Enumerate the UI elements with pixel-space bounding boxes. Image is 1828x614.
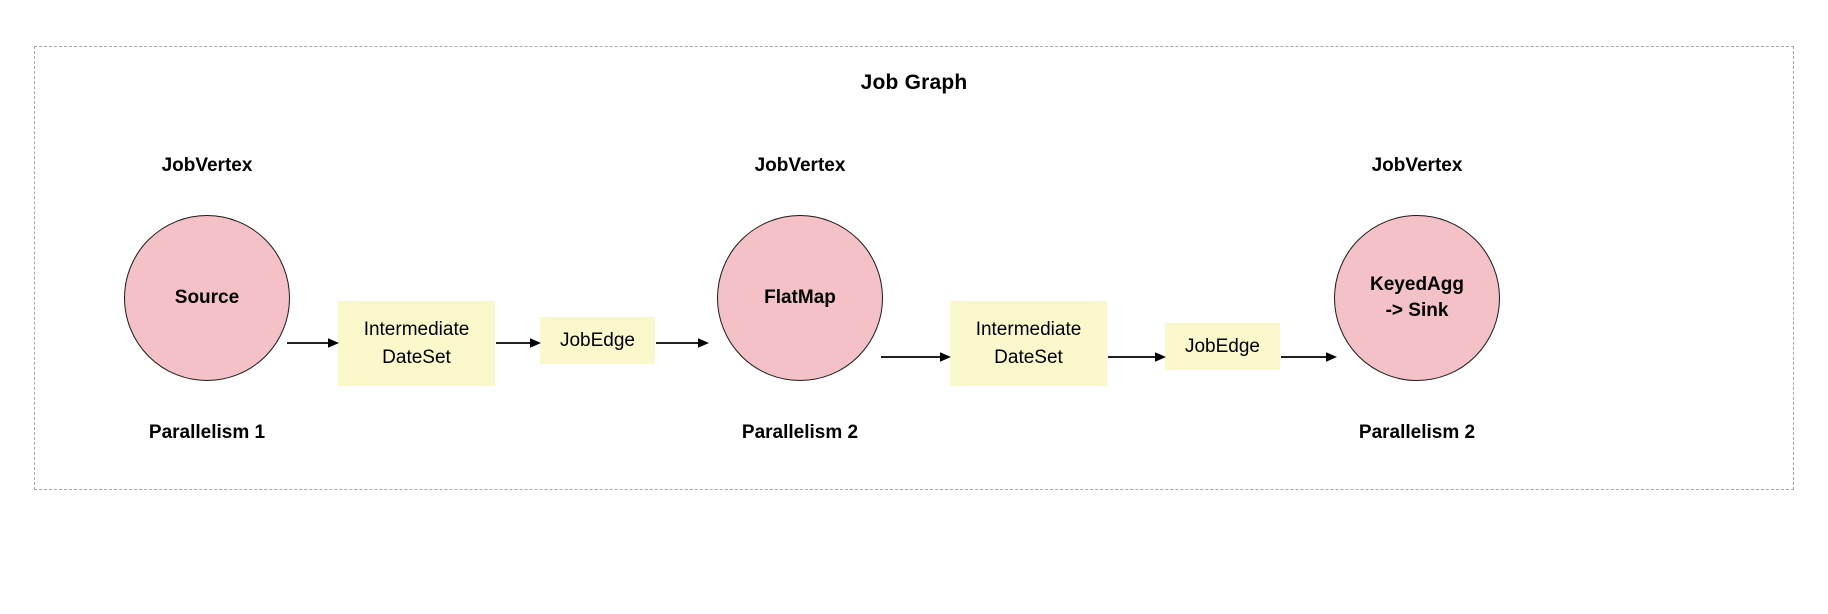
- job-vertex-flatmap: JobVertex FlatMap Parallelism 2: [680, 47, 920, 489]
- arrow-dataset2-to-jobedge2: [1108, 350, 1166, 364]
- intermediate-dataset-2[interactable]: Intermediate DateSet: [950, 301, 1107, 386]
- job-graph-frame: Job Graph JobVertex Source Parallelism 1…: [34, 46, 1794, 490]
- job-vertex-keyedagg-sink: JobVertex KeyedAgg -> Sink Parallelism 2: [1297, 47, 1537, 489]
- vertex-label-source: Source: [174, 287, 240, 309]
- job-edge-1[interactable]: JobEdge: [540, 317, 655, 364]
- vertex-label-keyedagg-sink: KeyedAgg -> Sink: [1370, 274, 1464, 321]
- vertex-circle-source[interactable]: Source: [124, 215, 290, 381]
- parallelism-label-flatmap: Parallelism 2: [741, 422, 859, 443]
- job-vertex-caption-keyedagg-sink: JobVertex: [1371, 155, 1463, 176]
- vertex-circle-keyedagg-sink[interactable]: KeyedAgg -> Sink: [1334, 215, 1500, 381]
- arrow-jobedge1-to-flatmap: [656, 336, 709, 350]
- parallelism-label-keyedagg-sink: Parallelism 2: [1358, 422, 1476, 443]
- arrow-source-to-dataset1: [287, 336, 339, 350]
- intermediate-dataset-1[interactable]: Intermediate DateSet: [338, 301, 495, 386]
- job-vertex-source: JobVertex Source Parallelism 1: [87, 47, 327, 489]
- vertex-label-flatmap: FlatMap: [764, 287, 836, 309]
- arrow-flatmap-to-dataset2: [881, 350, 951, 364]
- job-graph-title: Job Graph: [860, 71, 968, 94]
- arrow-dataset1-to-jobedge1: [496, 336, 541, 350]
- job-vertex-caption-source: JobVertex: [161, 155, 253, 176]
- job-vertex-caption-flatmap: JobVertex: [754, 155, 846, 176]
- parallelism-label-source: Parallelism 1: [148, 422, 266, 443]
- vertex-circle-flatmap[interactable]: FlatMap: [717, 215, 883, 381]
- job-edge-2[interactable]: JobEdge: [1165, 323, 1280, 370]
- arrow-jobedge2-to-keyedagg-sink: [1281, 350, 1337, 364]
